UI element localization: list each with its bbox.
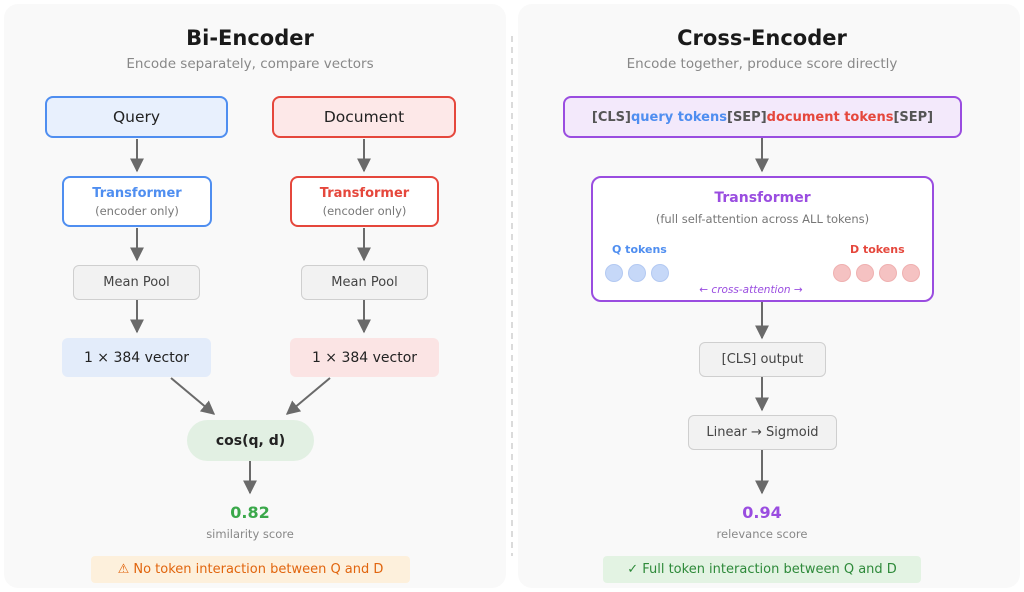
cross-encoder-subtitle: Encode together, produce score directly <box>626 56 898 72</box>
query-mean-pool-box: Mean Pool <box>73 265 200 300</box>
document-mean-pool-box: Mean Pool <box>301 265 428 300</box>
d-token-dot <box>833 264 851 282</box>
query-label: Query <box>112 108 161 126</box>
document-vector-label: 1 × 384 vector <box>311 349 418 366</box>
cls-output-box: [CLS] output <box>699 342 826 377</box>
document-transformer-box: Transformer (encoder only) <box>290 176 439 227</box>
q-tokens-label: Q tokens <box>612 243 667 256</box>
cross-transformer-subtitle: (full self-attention across ALL tokens) <box>655 212 870 226</box>
cosine-similarity-label: cos(q, d) <box>215 432 286 449</box>
similarity-score-label: similarity score <box>206 527 294 541</box>
q-token-dot <box>651 264 669 282</box>
sequence-cls-token: [CLS] <box>591 109 631 125</box>
sequence-query-tokens: query tokens <box>630 109 727 125</box>
cross-encoder-success-text: ✓ Full token interaction between Q and D <box>627 562 897 577</box>
document-mean-pool-label: Mean Pool <box>331 275 398 290</box>
relevance-score-label: relevance score <box>716 527 808 541</box>
sequence-sep-token-2: [SEP] <box>893 109 934 125</box>
query-box: Query <box>45 96 228 138</box>
q-token-dot <box>605 264 623 282</box>
cross-attention-label: ← cross-attention → <box>699 284 803 296</box>
query-transformer-subtitle: (encoder only) <box>95 203 179 218</box>
linear-sigmoid-label: Linear → Sigmoid <box>706 425 819 440</box>
document-transformer-title: Transformer <box>319 185 410 201</box>
d-token-dot <box>879 264 897 282</box>
document-label: Document <box>323 108 405 126</box>
similarity-score-value: 0.82 <box>230 503 270 522</box>
cross-encoder-success-note: ✓ Full token interaction between Q and D <box>603 556 921 583</box>
arrow-vector-right-to-cos <box>285 377 331 415</box>
cosine-similarity-box: cos(q, d) <box>187 420 314 461</box>
sequence-document-tokens: document tokens <box>766 109 894 125</box>
query-vector-box: 1 × 384 vector <box>62 338 211 377</box>
sequence-sep-token-1: [SEP] <box>727 109 767 125</box>
cross-transformer-box <box>591 176 934 302</box>
document-transformer-subtitle: (encoder only) <box>322 203 407 218</box>
arrow-vector-left-to-cos <box>170 377 216 415</box>
bi-encoder-subtitle: Encode separately, compare vectors <box>126 56 374 72</box>
d-token-dot <box>902 264 920 282</box>
q-token-dot <box>628 264 646 282</box>
cross-encoder-title: Cross-Encoder <box>677 26 847 50</box>
cls-output-label: [CLS] output <box>721 352 804 367</box>
query-transformer-box: Transformer (encoder only) <box>62 176 212 227</box>
d-token-dot <box>856 264 874 282</box>
linear-sigmoid-box: Linear → Sigmoid <box>688 415 837 450</box>
input-sequence-box: [CLS]query tokens[SEP]document tokens[SE… <box>563 96 962 138</box>
relevance-score-value: 0.94 <box>742 503 782 522</box>
document-box: Document <box>272 96 456 138</box>
d-tokens-label: D tokens <box>850 243 905 256</box>
bi-encoder-title: Bi-Encoder <box>186 26 314 50</box>
query-mean-pool-label: Mean Pool <box>103 275 170 290</box>
bi-encoder-warning-text: ⚠ No token interaction between Q and D <box>117 562 384 577</box>
cross-transformer-title: Transformer <box>714 190 811 206</box>
query-transformer-title: Transformer <box>92 185 182 201</box>
query-vector-label: 1 × 384 vector <box>83 349 190 366</box>
document-vector-box: 1 × 384 vector <box>290 338 439 377</box>
bi-encoder-warning-note: ⚠ No token interaction between Q and D <box>91 556 410 583</box>
